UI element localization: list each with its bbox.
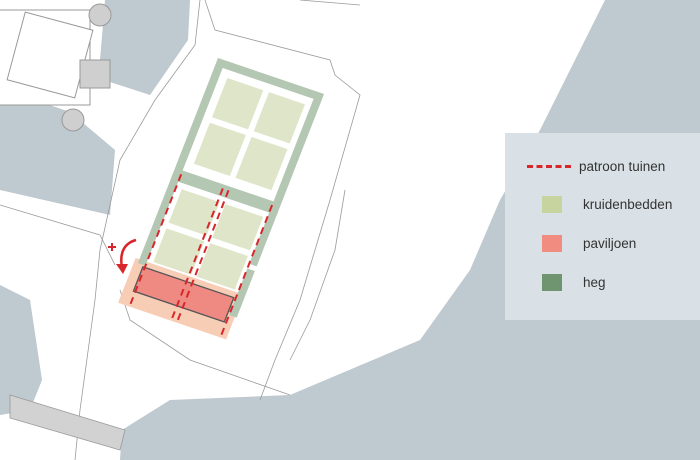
legend-item-heg: heg (505, 274, 606, 291)
garden (118, 58, 325, 340)
kruidenbedden-swatch-icon (542, 196, 562, 213)
water-right (120, 0, 700, 460)
water-top (100, 0, 190, 95)
herb-beds (153, 78, 305, 290)
bridge (9, 394, 126, 451)
dashed-line-icon (527, 165, 571, 168)
legend-label: kruidenbedden (583, 197, 673, 212)
legend-label: patroon tuinen (579, 159, 666, 174)
legend-item-patroon-tuinen: patroon tuinen (505, 159, 665, 174)
water-bottom-left (0, 285, 42, 415)
heg-swatch-icon (542, 274, 562, 291)
hedge-left (137, 174, 181, 266)
hedge-right (249, 207, 279, 267)
legend-label: paviljoen (583, 236, 637, 251)
entrance-arrow-icon (108, 238, 137, 274)
legend: patroon tuinen kruidenbedden paviljoen h… (505, 133, 700, 320)
castle (0, 3, 112, 132)
paviljoen-swatch-icon (542, 235, 562, 252)
legend-item-kruidenbedden: kruidenbedden (505, 196, 672, 213)
pavilion (132, 266, 235, 323)
legend-item-paviljoen: paviljoen (505, 235, 636, 252)
water-left (0, 88, 115, 215)
legend-label: heg (583, 275, 606, 290)
